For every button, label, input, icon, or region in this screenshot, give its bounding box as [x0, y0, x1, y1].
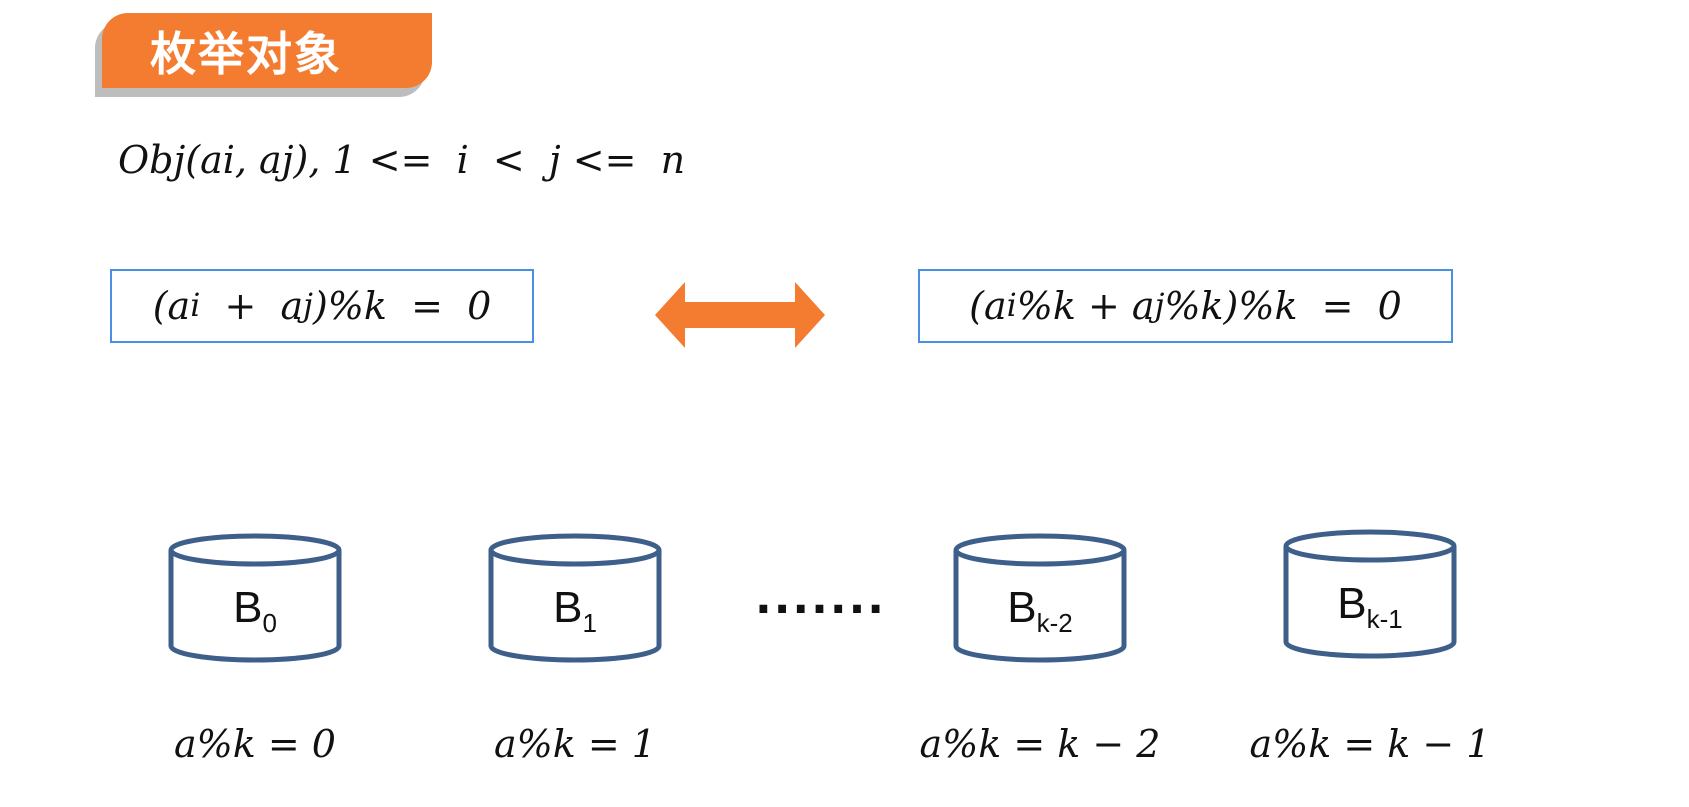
cylinder-icon [1283, 529, 1457, 659]
title-tab: 枚举对象 [102, 13, 432, 88]
bucket-1: B1 [487, 528, 663, 668]
bucket-0: B0 [167, 528, 343, 668]
cylinder-icon [488, 533, 662, 663]
double-arrow-icon [655, 282, 825, 352]
bucket-0-caption: a%k = 0 [174, 722, 336, 766]
bucket-k-1: Bk-1 [1282, 524, 1458, 664]
cylinder-icon [953, 533, 1127, 663]
page-title: 枚举对象 [150, 26, 342, 81]
bucket-label: Bk-2 [1007, 583, 1073, 638]
bucket-label: B0 [233, 583, 277, 638]
enumeration-constraint: Obj(ai, aj), 1 <= i < j <= n [118, 138, 686, 182]
bucket-label: B1 [553, 583, 597, 638]
bucket-k-2-caption: a%k = k − 2 [919, 722, 1161, 766]
bucket-k-2: Bk-2 [952, 528, 1128, 668]
ellipsis: ....... [755, 573, 887, 624]
bucket-label: Bk-1 [1337, 579, 1403, 634]
cylinder-icon [168, 533, 342, 663]
bucket-k-1-caption: a%k = k − 1 [1249, 722, 1491, 766]
bucket-1-caption: a%k = 1 [494, 722, 656, 766]
